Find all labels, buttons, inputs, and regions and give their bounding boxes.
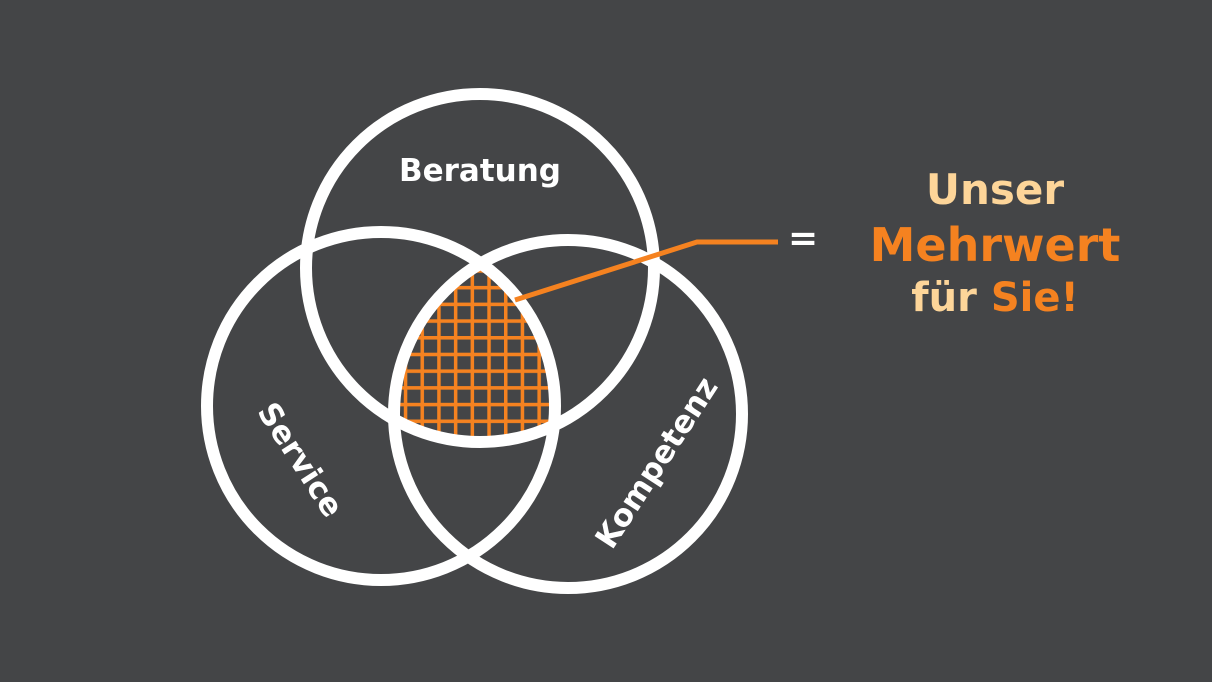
connector-line [514, 239, 778, 303]
equals-sign: = [788, 218, 819, 259]
result-line-1: Unser [925, 165, 1065, 214]
circle-kompetenz [388, 234, 748, 594]
result-line-2: Mehrwert [869, 218, 1121, 272]
label-beratung: Beratung [399, 153, 561, 189]
label-service: Service [250, 396, 350, 524]
result-word-fuer: für [911, 275, 977, 321]
circle-service [201, 226, 561, 586]
result-word-sie: Sie! [990, 275, 1079, 321]
result-line-3: für Sie! [835, 275, 1155, 321]
